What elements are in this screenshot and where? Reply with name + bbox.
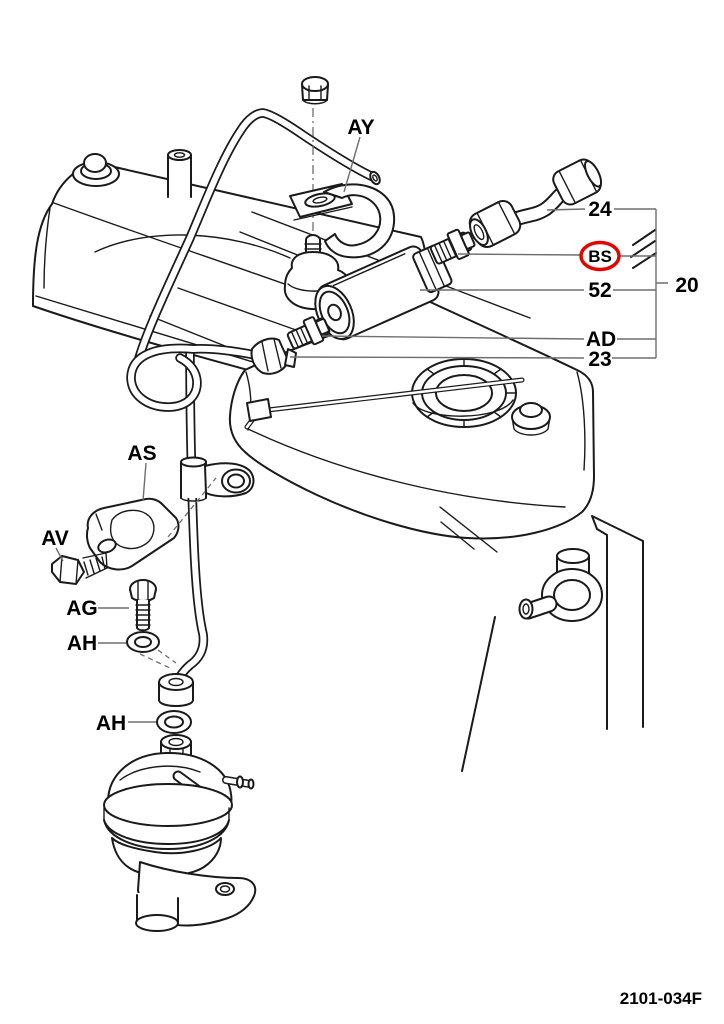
callout-labels: AY 24 BS 52 AD 23 20 AS AV AG AH AH	[41, 116, 698, 735]
callout-as: AS	[127, 442, 156, 465]
callout-24: 24	[588, 198, 612, 221]
group-bracket	[655, 209, 668, 358]
breather-cap	[511, 402, 551, 436]
pipe-grommet	[158, 673, 194, 707]
fuel-pump	[103, 734, 257, 932]
flare-nut	[250, 337, 297, 375]
tank-outlet-fitting	[518, 548, 603, 622]
callout-23: 23	[588, 348, 611, 371]
engine-block-corner	[439, 506, 644, 772]
callout-52: 52	[588, 279, 611, 302]
connector-ad	[286, 316, 331, 350]
callout-ah-upper: AH	[67, 632, 97, 655]
washer-ah-lower	[156, 710, 192, 734]
cap-nut	[301, 76, 329, 105]
callout-ah-lower: AH	[96, 712, 126, 735]
overhead-pipe	[134, 108, 381, 363]
tank-fuel-line	[244, 377, 525, 430]
pipe-bracket	[180, 456, 255, 502]
callout-ad: AD	[586, 328, 616, 351]
looped-pipe	[126, 337, 297, 412]
solenoid-valve	[314, 244, 453, 341]
callout-bs: BS	[588, 247, 612, 266]
cover-dome-nut	[72, 153, 120, 187]
callout-ag: AG	[66, 597, 98, 620]
callout-20: 20	[675, 274, 698, 297]
fuel-hose	[468, 158, 603, 249]
cover-stub	[167, 149, 192, 198]
clamp-as	[85, 497, 180, 571]
bolt-av	[51, 552, 108, 585]
washer-ah-upper	[126, 631, 177, 670]
bolt-ag	[129, 579, 157, 632]
pipe-clamp-ay	[289, 76, 396, 259]
leader-lines	[55, 136, 668, 723]
highlight-ellipse-bs	[579, 240, 621, 272]
connector-bs	[429, 228, 476, 265]
callout-ay: AY	[347, 116, 374, 139]
drawing-number: 2101-034F	[620, 989, 702, 1008]
callout-av: AV	[41, 527, 69, 550]
